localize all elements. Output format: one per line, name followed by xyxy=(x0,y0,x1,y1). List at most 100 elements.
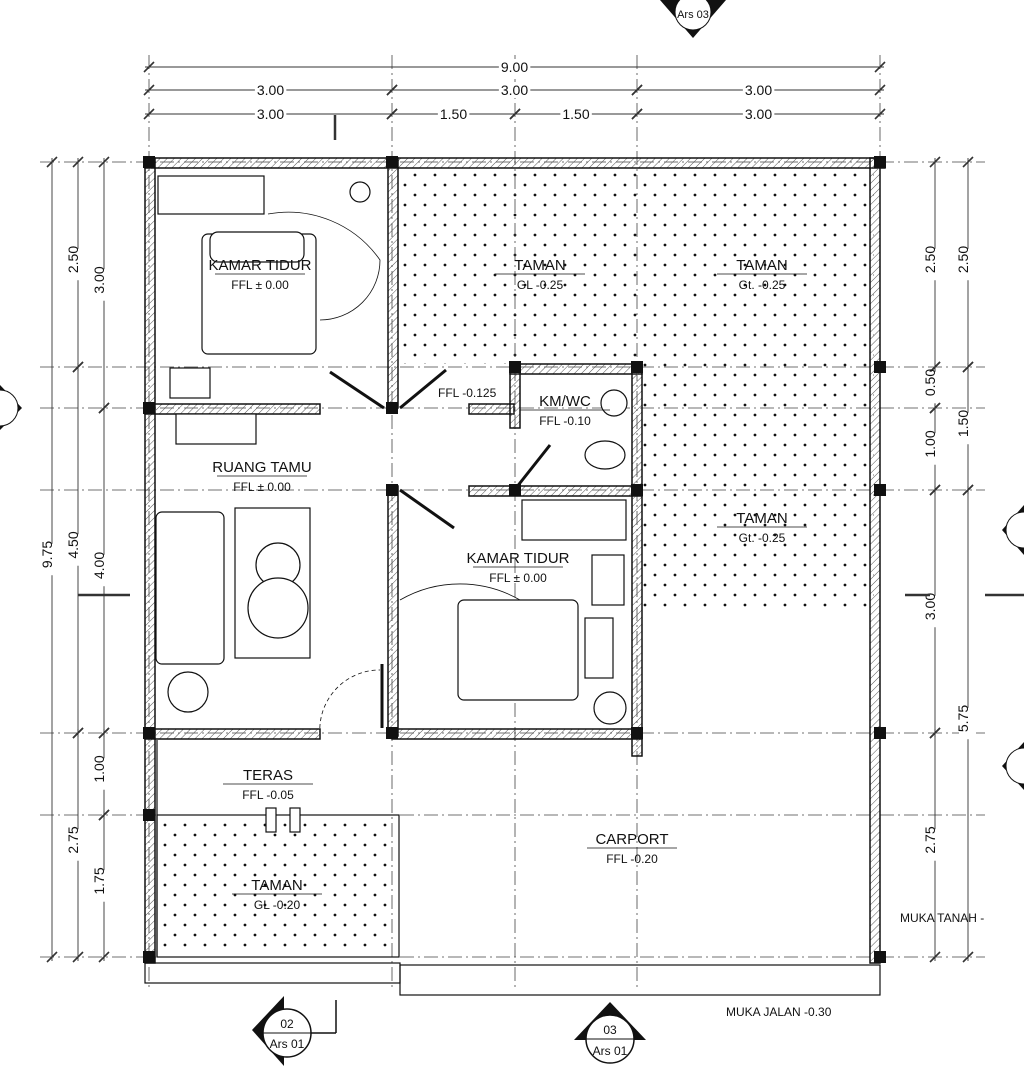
dimension-label-bg xyxy=(254,106,287,122)
tv-table xyxy=(175,413,257,445)
dimension-tick xyxy=(143,84,155,96)
squat-toilet-icon xyxy=(584,440,626,470)
dimension-label: 2.50 xyxy=(955,246,971,273)
room-level: GL -0.20 xyxy=(254,898,301,912)
dimension-tick xyxy=(929,361,941,373)
dimension-label: 4.00 xyxy=(91,552,107,579)
room-name: TAMAN xyxy=(251,877,302,894)
dimension-label: 3.00 xyxy=(922,593,938,620)
column xyxy=(631,484,643,496)
dimension-label-bg xyxy=(437,106,470,122)
dimension-label-bg xyxy=(95,554,109,587)
room-level: FFL -0.20 xyxy=(606,852,658,866)
wall xyxy=(387,157,399,409)
dimension-tick xyxy=(46,156,58,168)
wall xyxy=(509,363,643,375)
dimension-label: 4.50 xyxy=(65,531,81,558)
door-leaf xyxy=(399,488,455,530)
dimension-label-bg xyxy=(69,248,83,281)
dimension-label-bg xyxy=(69,534,83,566)
column xyxy=(143,951,155,963)
room-name: TAMAN xyxy=(736,510,787,527)
dimension-label: 2.75 xyxy=(65,826,81,853)
desk xyxy=(591,554,625,606)
dimension-tick xyxy=(98,809,110,821)
nightstand xyxy=(169,367,211,399)
column xyxy=(631,727,643,739)
column xyxy=(143,402,155,414)
dimension-label: 1.50 xyxy=(440,106,467,122)
dimension-label: 2.50 xyxy=(922,246,938,273)
dimension-label: 3.00 xyxy=(257,82,284,98)
water-tub-icon xyxy=(600,389,628,417)
dimension-label-bg xyxy=(498,82,531,98)
column xyxy=(386,156,398,168)
wall xyxy=(144,403,321,415)
dimension-tick xyxy=(631,84,643,96)
section-marker-03[interactable]: 03 Ars 01 xyxy=(574,1002,646,1064)
room-name: TAMAN xyxy=(736,257,787,274)
dimension-label-bg xyxy=(926,829,940,861)
section-marker-top[interactable]: Ars 03 xyxy=(660,0,726,38)
bed-pillow xyxy=(209,231,305,263)
dimension-label-bg xyxy=(926,371,940,404)
dimension-label: 1.50 xyxy=(955,410,971,437)
column xyxy=(874,951,886,963)
room-level: Gt. -0.25 xyxy=(739,531,786,545)
section-marker-02[interactable]: 02 Ars 01 xyxy=(252,996,337,1066)
wall xyxy=(509,363,521,429)
dimension-tick xyxy=(929,402,941,414)
door-swing xyxy=(319,669,381,736)
wall xyxy=(468,485,643,497)
dimension-tick xyxy=(98,727,110,739)
room-name: TERAS xyxy=(243,767,293,784)
dimension-tick xyxy=(98,951,110,963)
dimension-tick xyxy=(962,361,974,373)
wall xyxy=(144,728,321,740)
section-sheet: Ars 03 xyxy=(677,9,709,21)
dimension-label: 3.00 xyxy=(745,82,772,98)
dimension-label: 2.75 xyxy=(922,826,938,853)
carport-edge xyxy=(144,962,401,984)
dimension-tick xyxy=(929,951,941,963)
room-level: FFL ± 0.00 xyxy=(489,571,547,585)
dimension-label-bg xyxy=(959,248,973,281)
dimension-label-bg xyxy=(95,758,109,790)
room-level: FFL -0.05 xyxy=(242,788,294,802)
garden-right xyxy=(642,364,874,610)
dimension-label-bg xyxy=(43,543,57,576)
room-name: KM/WC xyxy=(539,393,591,410)
dimension-tick xyxy=(874,61,886,73)
plant-icon xyxy=(167,671,209,713)
dimension-label-bg xyxy=(959,412,973,445)
dimension-tick xyxy=(386,84,398,96)
section-marker-right-1[interactable] xyxy=(1002,505,1024,555)
column xyxy=(874,727,886,739)
dimension-label-bg xyxy=(69,829,83,861)
dimension-label-bg xyxy=(926,433,940,465)
column xyxy=(509,361,521,373)
dimension-label-bg xyxy=(742,82,775,98)
section-marker-left[interactable] xyxy=(0,385,22,430)
wall xyxy=(468,403,515,415)
dimension-label: 0.50 xyxy=(922,369,938,396)
dimension-tick xyxy=(929,156,941,168)
step xyxy=(289,807,301,833)
dimension-tick xyxy=(929,727,941,739)
dimension-label: 1.50 xyxy=(562,106,589,122)
dimension-tick xyxy=(72,156,84,168)
dimension-tick xyxy=(386,108,398,120)
room-level: Gt. -0.25 xyxy=(739,278,786,292)
room-name: KAMAR TIDUR xyxy=(466,550,569,567)
section-sheet: Ars 01 xyxy=(270,1037,305,1051)
dimension-tick xyxy=(962,484,974,496)
dimension-tick xyxy=(98,156,110,168)
door-leaf xyxy=(399,368,447,410)
garden-border xyxy=(156,814,400,958)
column xyxy=(874,484,886,496)
section-marker-right-2[interactable] xyxy=(1002,742,1024,790)
corridor-level: FFL -0.125 xyxy=(438,386,497,400)
wall xyxy=(144,157,886,169)
dimension-label: 3.00 xyxy=(91,266,107,293)
